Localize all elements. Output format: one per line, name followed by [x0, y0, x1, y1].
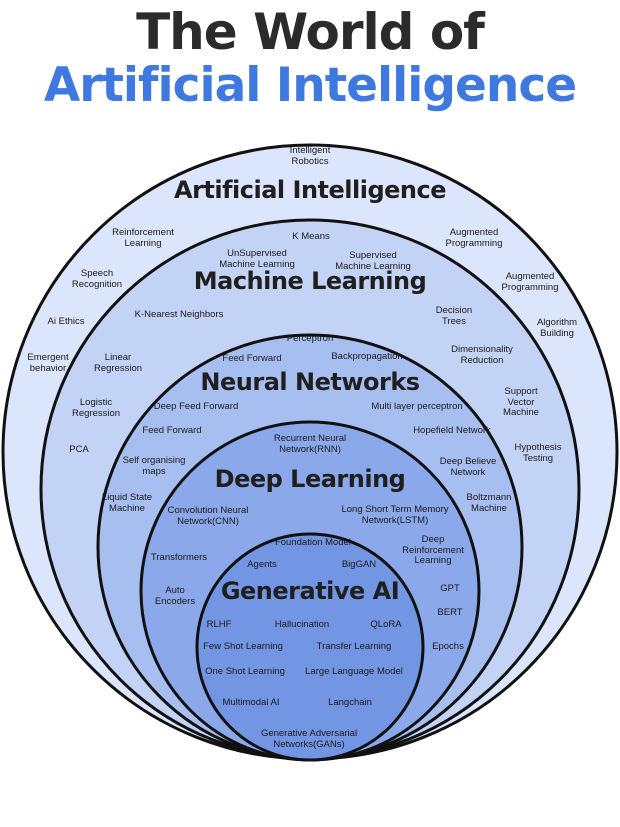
term-one-shot-learning: One Shot Learning — [205, 666, 285, 677]
term-multimodal-ai: Multimodal AI — [222, 697, 280, 708]
term-rlhf: RLHF — [206, 619, 232, 630]
level-label-generative-ai: Generative AI — [220, 577, 400, 605]
level-label-artificial-intelligence: Artificial Intelligence — [174, 176, 447, 204]
page-title-line-2: Artificial Intelligence — [43, 58, 577, 113]
term-agents: Agents — [247, 559, 277, 570]
term-k-means: K Means — [292, 231, 330, 242]
term-logistic-regression: Logistic Regression — [71, 397, 121, 419]
term-supervised-machine-learning: Supervised Machine Learning — [335, 250, 411, 272]
level-label-deep-learning: Deep Learning — [214, 465, 406, 493]
term-augmented-programming-2: Augmented Programming — [501, 271, 559, 293]
term-reinforcement-learning: Reinforcement Learning — [112, 227, 174, 249]
term-epochs: Epochs — [432, 641, 464, 652]
term-dimensionality-reduction: Dimensionality Reduction — [451, 344, 513, 366]
term-multi-layer-perceptron: Multi layer perceptron — [371, 401, 463, 412]
term-augmented-programming-1: Augmented Programming — [445, 227, 503, 249]
term-boltzmann-machine: Boltzmann Machine — [466, 492, 512, 514]
term-backpropagation: Backpropagation — [331, 351, 403, 362]
term-hallucination: Hallucination — [274, 619, 330, 630]
level-label-neural-networks: Neural Networks — [200, 368, 420, 396]
term-lstm: Long Short Term Memory Network(LSTM) — [341, 504, 449, 526]
term-few-shot-learning: Few Shot Learning — [203, 641, 283, 652]
term-biggan: BigGAN — [341, 559, 377, 570]
term-support-vector-machine: Support Vector Machine — [503, 386, 539, 418]
term-unsupervised-machine-learning: UnSupervised Machine Learning — [219, 248, 295, 270]
term-pca: PCA — [69, 444, 89, 455]
term-qlora: QLoRA — [370, 619, 402, 630]
term-foundation-model: Foundation Model — [274, 537, 352, 548]
term-transfer-learning: Transfer Learning — [316, 641, 392, 652]
term-perceptron: Perceptron — [286, 333, 334, 344]
term-langchain: Langchain — [328, 697, 372, 708]
term-feed-forward-ml: Feed Forward — [142, 425, 202, 436]
term-k-nearest-neighbors: K-Nearest Neighbors — [134, 309, 224, 320]
term-self-organising-maps: Self organising maps — [122, 455, 186, 477]
term-emergent-behavior: Emergent behavior — [27, 352, 69, 374]
term-speech-recognition: Speech Recognition — [71, 268, 123, 290]
ring-generative-ai — [195, 532, 425, 762]
term-hypothesis-testing: Hypothesis Testing — [514, 442, 562, 464]
term-transformers: Transformers — [150, 552, 208, 563]
term-gans: Generative Adversarial Networks(GANs) — [260, 728, 358, 750]
term-rnn: Recurrent Neural Network(RNN) — [273, 433, 347, 455]
term-auto-encoders: Auto Encoders — [154, 585, 196, 607]
term-deep-feed-forward: Deep Feed Forward — [153, 401, 239, 412]
term-gpt: GPT — [440, 583, 460, 594]
term-linear-regression: Linear Regression — [93, 352, 143, 374]
term-intelligent-robotics: Intelligent Robotics — [289, 145, 331, 167]
term-deep-believe-network: Deep Believe Network — [439, 456, 497, 478]
term-hopfield-network: Hopefield Network — [413, 425, 491, 436]
term-large-language-model: Large Language Model — [305, 666, 403, 677]
term-feed-forward-nn: Feed Forward — [222, 353, 282, 364]
term-deep-reinforcement-learning: Deep Reinforcement Learning — [402, 534, 464, 566]
term-bert: BERT — [437, 607, 463, 618]
level-label-machine-learning: Machine Learning — [193, 267, 427, 295]
term-decision-trees: Decision Trees — [435, 305, 473, 327]
term-liquid-state-machine: Liquid State Machine — [101, 492, 153, 514]
term-algorithm-building: Algorithm Building — [536, 317, 578, 339]
term-ai-ethics: Ai Ethics — [47, 316, 85, 327]
term-cnn: Convolution Neural Network(CNN) — [167, 505, 249, 527]
page-title-line-1: The World of — [136, 3, 485, 61]
